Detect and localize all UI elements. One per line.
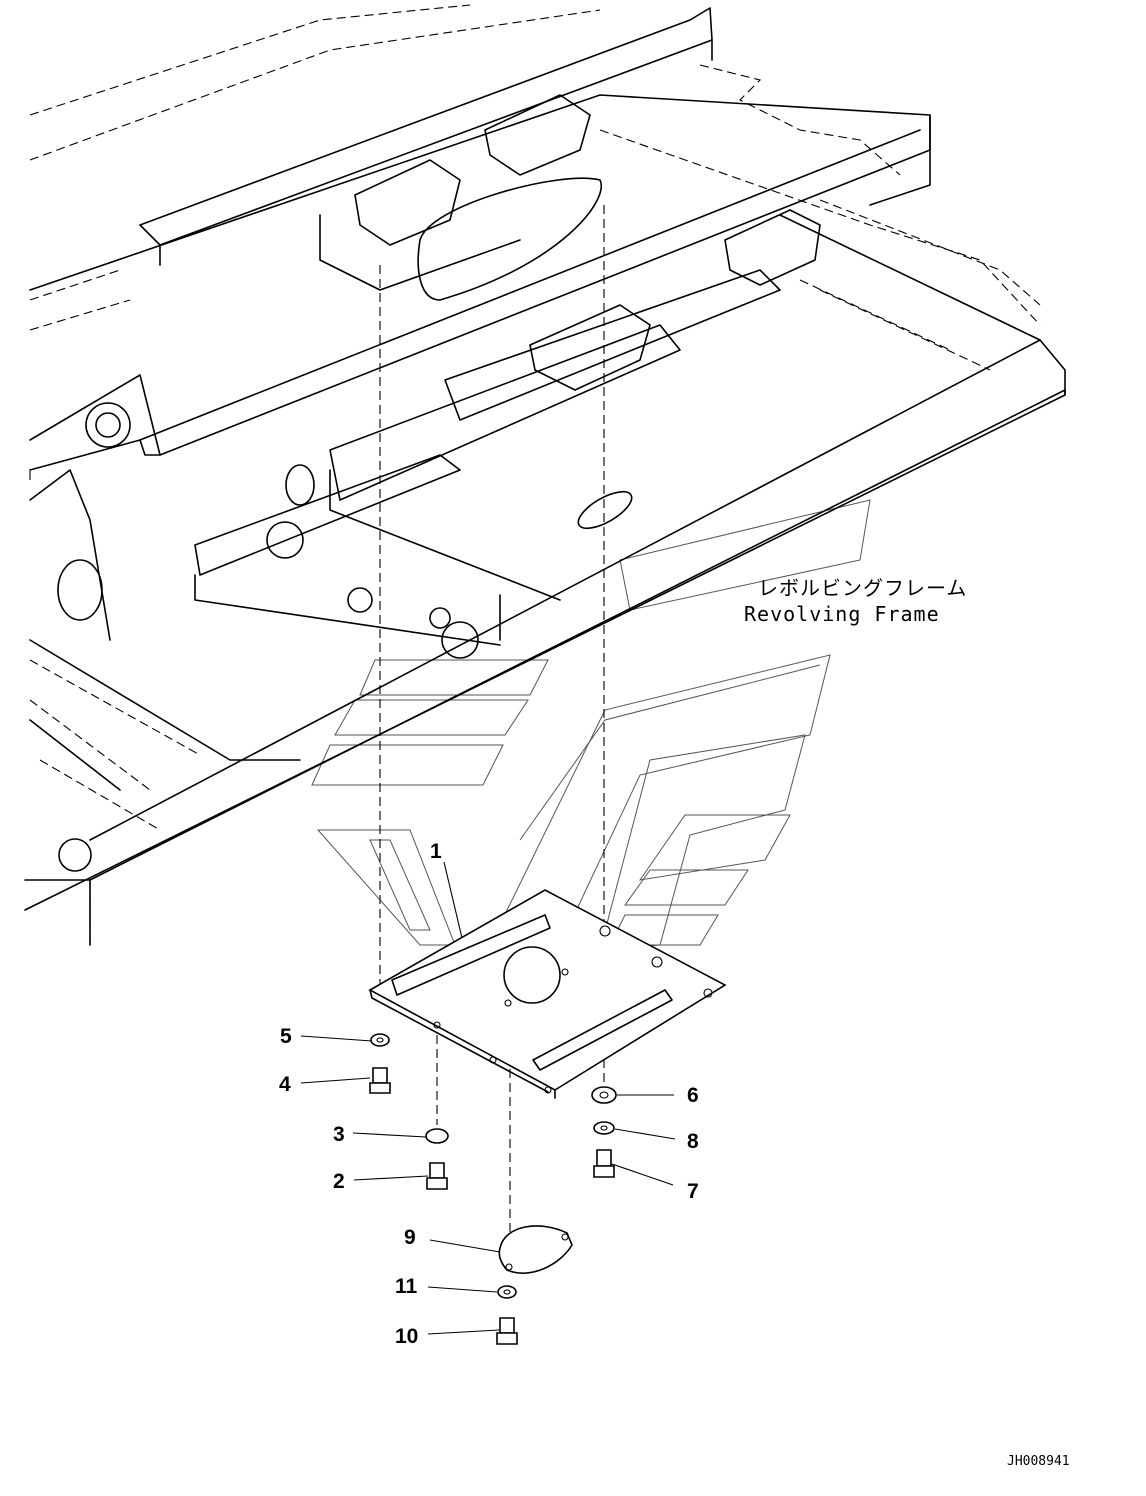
callout-5: 5 [280,1025,292,1048]
leader-lines [300,861,676,1335]
callout-10: 10 [395,1325,418,1348]
callout-7: 7 [687,1180,699,1203]
watermark-logo [311,499,871,951]
drawing-code: JH008941 [1007,1454,1070,1469]
callout-2: 2 [333,1170,345,1193]
callout-11: 11 [395,1275,418,1298]
frame-label-en: Revolving Frame [744,602,940,626]
revolving-frame-drawing [24,4,1066,946]
callout-labels: 1 2 3 4 5 6 7 8 9 10 11 [279,840,699,1348]
callout-4: 4 [279,1073,291,1096]
frame-label-jp: レボルビングフレーム [758,576,967,600]
callout-1: 1 [430,840,442,863]
hardware [369,1033,617,1345]
cover-plate [368,889,727,1099]
callout-9: 9 [404,1226,416,1249]
callout-6: 6 [687,1084,699,1107]
callout-8: 8 [687,1130,699,1153]
small-cover [498,1225,573,1274]
callout-3: 3 [333,1123,345,1146]
